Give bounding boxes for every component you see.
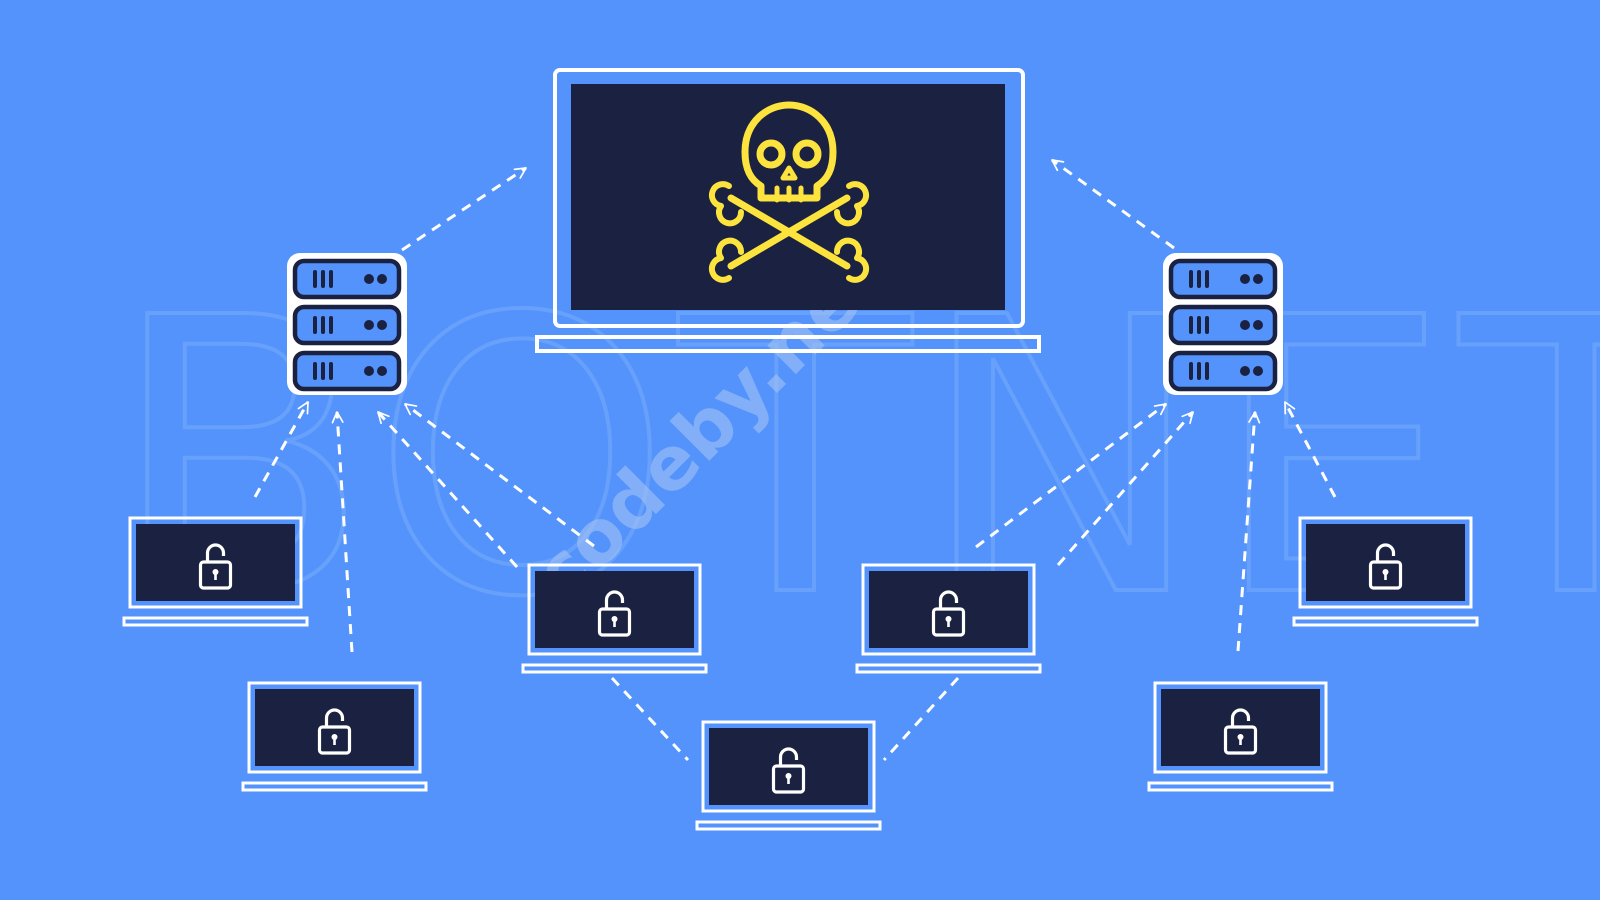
arrow-bot7-to-relay-right [1236, 411, 1261, 652]
arrow-bot4b-to-relay-right [1056, 411, 1195, 566]
server-rack-right [1163, 253, 1283, 395]
link-bot4-bot5 [882, 676, 960, 762]
c2-server-laptop [535, 68, 1041, 353]
arrow-relay-left-to-c2 [401, 166, 527, 252]
arrow-bot2-to-relay-left [331, 411, 354, 653]
arrow-bot3b-to-relay-left [404, 402, 595, 548]
bot-laptop-2 [241, 681, 428, 792]
server-rack-left [287, 253, 407, 395]
link-bot3-bot5 [610, 676, 690, 762]
arrow-bot1-to-relay-left [253, 401, 310, 498]
arrow-bot4a-to-relay-right [975, 402, 1167, 549]
arrow-relay-right-to-c2 [1051, 158, 1175, 250]
bot-laptop-5 [695, 720, 882, 831]
skull-crossbones-icon [708, 101, 870, 283]
bot-laptop-6 [1147, 681, 1334, 792]
connection-arrows [253, 158, 1337, 762]
